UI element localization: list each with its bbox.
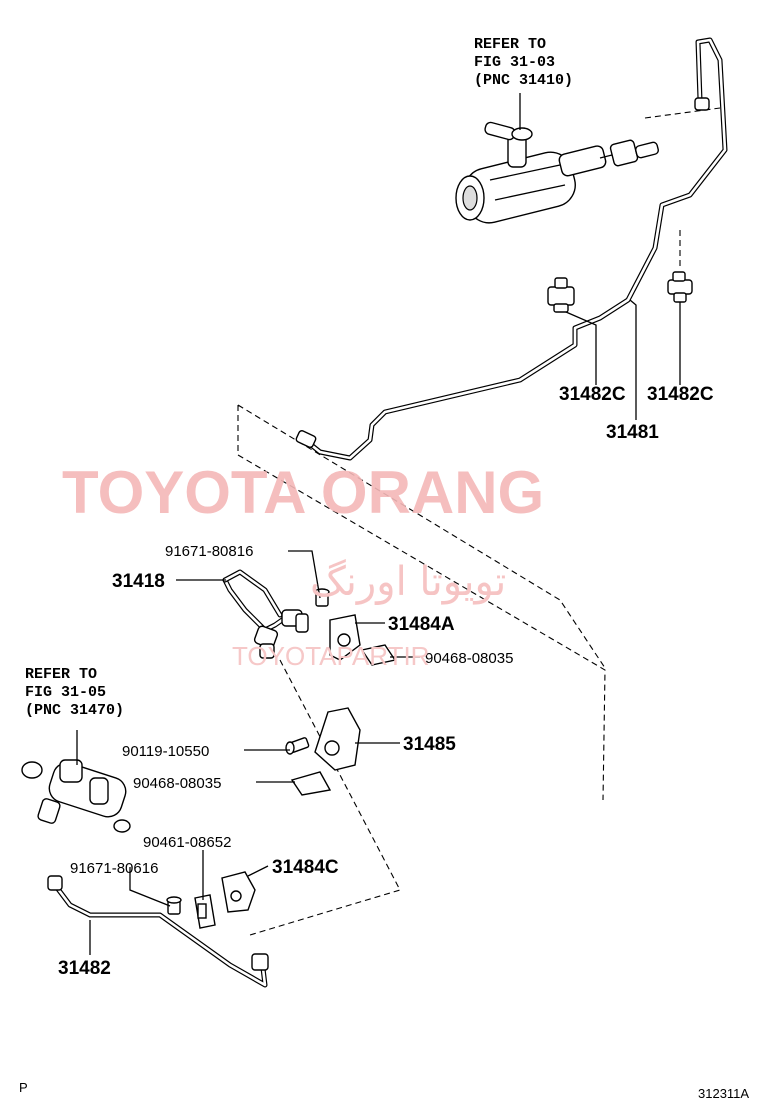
- label-90461-08652: 90461-08652: [143, 834, 231, 851]
- bracket-31484a: [329, 614, 361, 661]
- label-31482c-a: 31482C: [559, 384, 626, 405]
- label-31418: 31418: [112, 571, 165, 592]
- dashed-assembly-outline-lower: [249, 659, 401, 936]
- label-31484c: 31484C: [272, 857, 339, 878]
- label-31485: 31485: [403, 734, 456, 755]
- watermark-sub: TOYOTAPARTIR: [232, 641, 429, 671]
- watermark-arabic: تويوتا اورنگ: [310, 559, 506, 605]
- label-90468-08035-a: 90468-08035: [425, 650, 513, 667]
- label-90119-10550: 90119-10550: [122, 743, 209, 760]
- footer-figure-number: 312311A: [698, 1086, 749, 1101]
- ref-left-line3: (PNC 31470): [25, 702, 124, 719]
- clutch-release-cylinder: [21, 759, 131, 833]
- bolt-90119-10550: [285, 737, 310, 755]
- bracket-31484c: [221, 871, 256, 913]
- label-31482c-b: 31482C: [647, 384, 714, 405]
- clip-31482c-left: [547, 277, 575, 313]
- watermark-main: TOYOTA ORANG: [62, 459, 544, 526]
- label-91671-80616: 91671-80616: [70, 860, 158, 877]
- ref-top-line3: (PNC 31410): [474, 72, 573, 89]
- label-31484a: 31484A: [388, 614, 455, 635]
- ref-top-line2: FIG 31-03: [474, 54, 555, 71]
- bolt-91671-80616: [166, 896, 182, 915]
- label-90468-08035-b: 90468-08035: [133, 775, 221, 792]
- clutch-master-cylinder: [455, 121, 659, 224]
- label-91671-80816: 91671-80816: [165, 543, 253, 560]
- clip-90468-08035-b: [290, 771, 332, 796]
- clip-90468-08035-a: [360, 644, 397, 666]
- hose-fitting: [253, 609, 309, 659]
- ref-left-line1: REFER TO: [25, 666, 97, 683]
- clip-90461-08652: [194, 894, 216, 929]
- bracket-31485: [314, 707, 361, 771]
- dashed-assembly-outline: [237, 404, 606, 801]
- ref-left-line2: FIG 31-05: [25, 684, 106, 701]
- footer-left-code: P: [19, 1080, 28, 1095]
- clip-31482c-right: [667, 271, 693, 303]
- label-31481: 31481: [606, 422, 659, 443]
- ref-top-line1: REFER TO: [474, 36, 546, 53]
- label-31482: 31482: [58, 958, 111, 979]
